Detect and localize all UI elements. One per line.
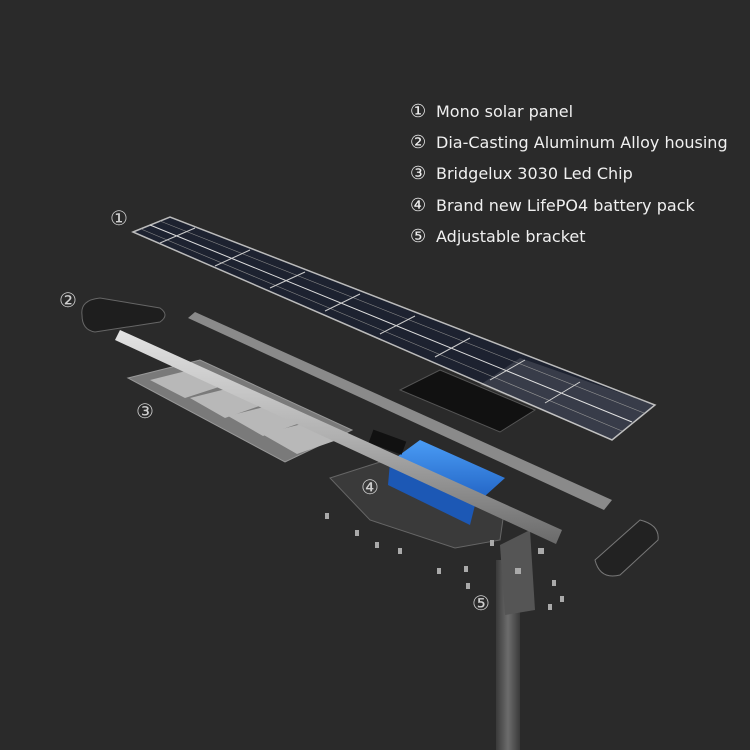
callout-battery: ④ bbox=[361, 475, 379, 499]
callout-led-chip: ③ bbox=[136, 399, 154, 423]
legend-item: ② Dia-Casting Aluminum Alloy housing bbox=[410, 131, 728, 162]
legend-number: ⑤ bbox=[410, 225, 427, 247]
callout-housing: ② bbox=[59, 288, 77, 312]
solar-panel bbox=[131, 216, 657, 441]
legend-item: ③ Bridgelux 3030 Led Chip bbox=[410, 162, 728, 193]
legend-label: Dia-Casting Aluminum Alloy housing bbox=[436, 133, 728, 153]
housing-rail bbox=[188, 312, 612, 510]
legend: ① Mono solar panel ② Dia-Casting Aluminum … bbox=[410, 100, 728, 256]
end-cap-left bbox=[81, 297, 166, 333]
housing-tube bbox=[115, 330, 562, 544]
end-cap-right bbox=[594, 519, 659, 577]
legend-item: ⑤ Adjustable bracket bbox=[410, 225, 728, 256]
legend-label: Brand new LifePO4 battery pack bbox=[436, 195, 695, 215]
legend-number: ① bbox=[410, 101, 427, 122]
legend-label: Mono solar panel bbox=[436, 102, 574, 121]
battery-pack bbox=[388, 440, 505, 525]
legend-number: ③ bbox=[410, 163, 427, 185]
legend-item: ④ Brand new LifePO4 battery pack bbox=[410, 194, 728, 225]
panel-backplate bbox=[398, 369, 537, 433]
legend-label: Adjustable bracket bbox=[436, 226, 586, 246]
callout-solar-panel: ① bbox=[110, 206, 128, 230]
screws bbox=[325, 513, 564, 610]
legend-item: ① Mono solar panel bbox=[410, 100, 728, 131]
legend-label: Bridgelux 3030 Led Chip bbox=[436, 164, 633, 184]
callout-bracket: ⑤ bbox=[472, 591, 490, 615]
controller bbox=[368, 429, 407, 455]
legend-number: ④ bbox=[410, 194, 427, 216]
legend-number: ② bbox=[410, 132, 427, 154]
